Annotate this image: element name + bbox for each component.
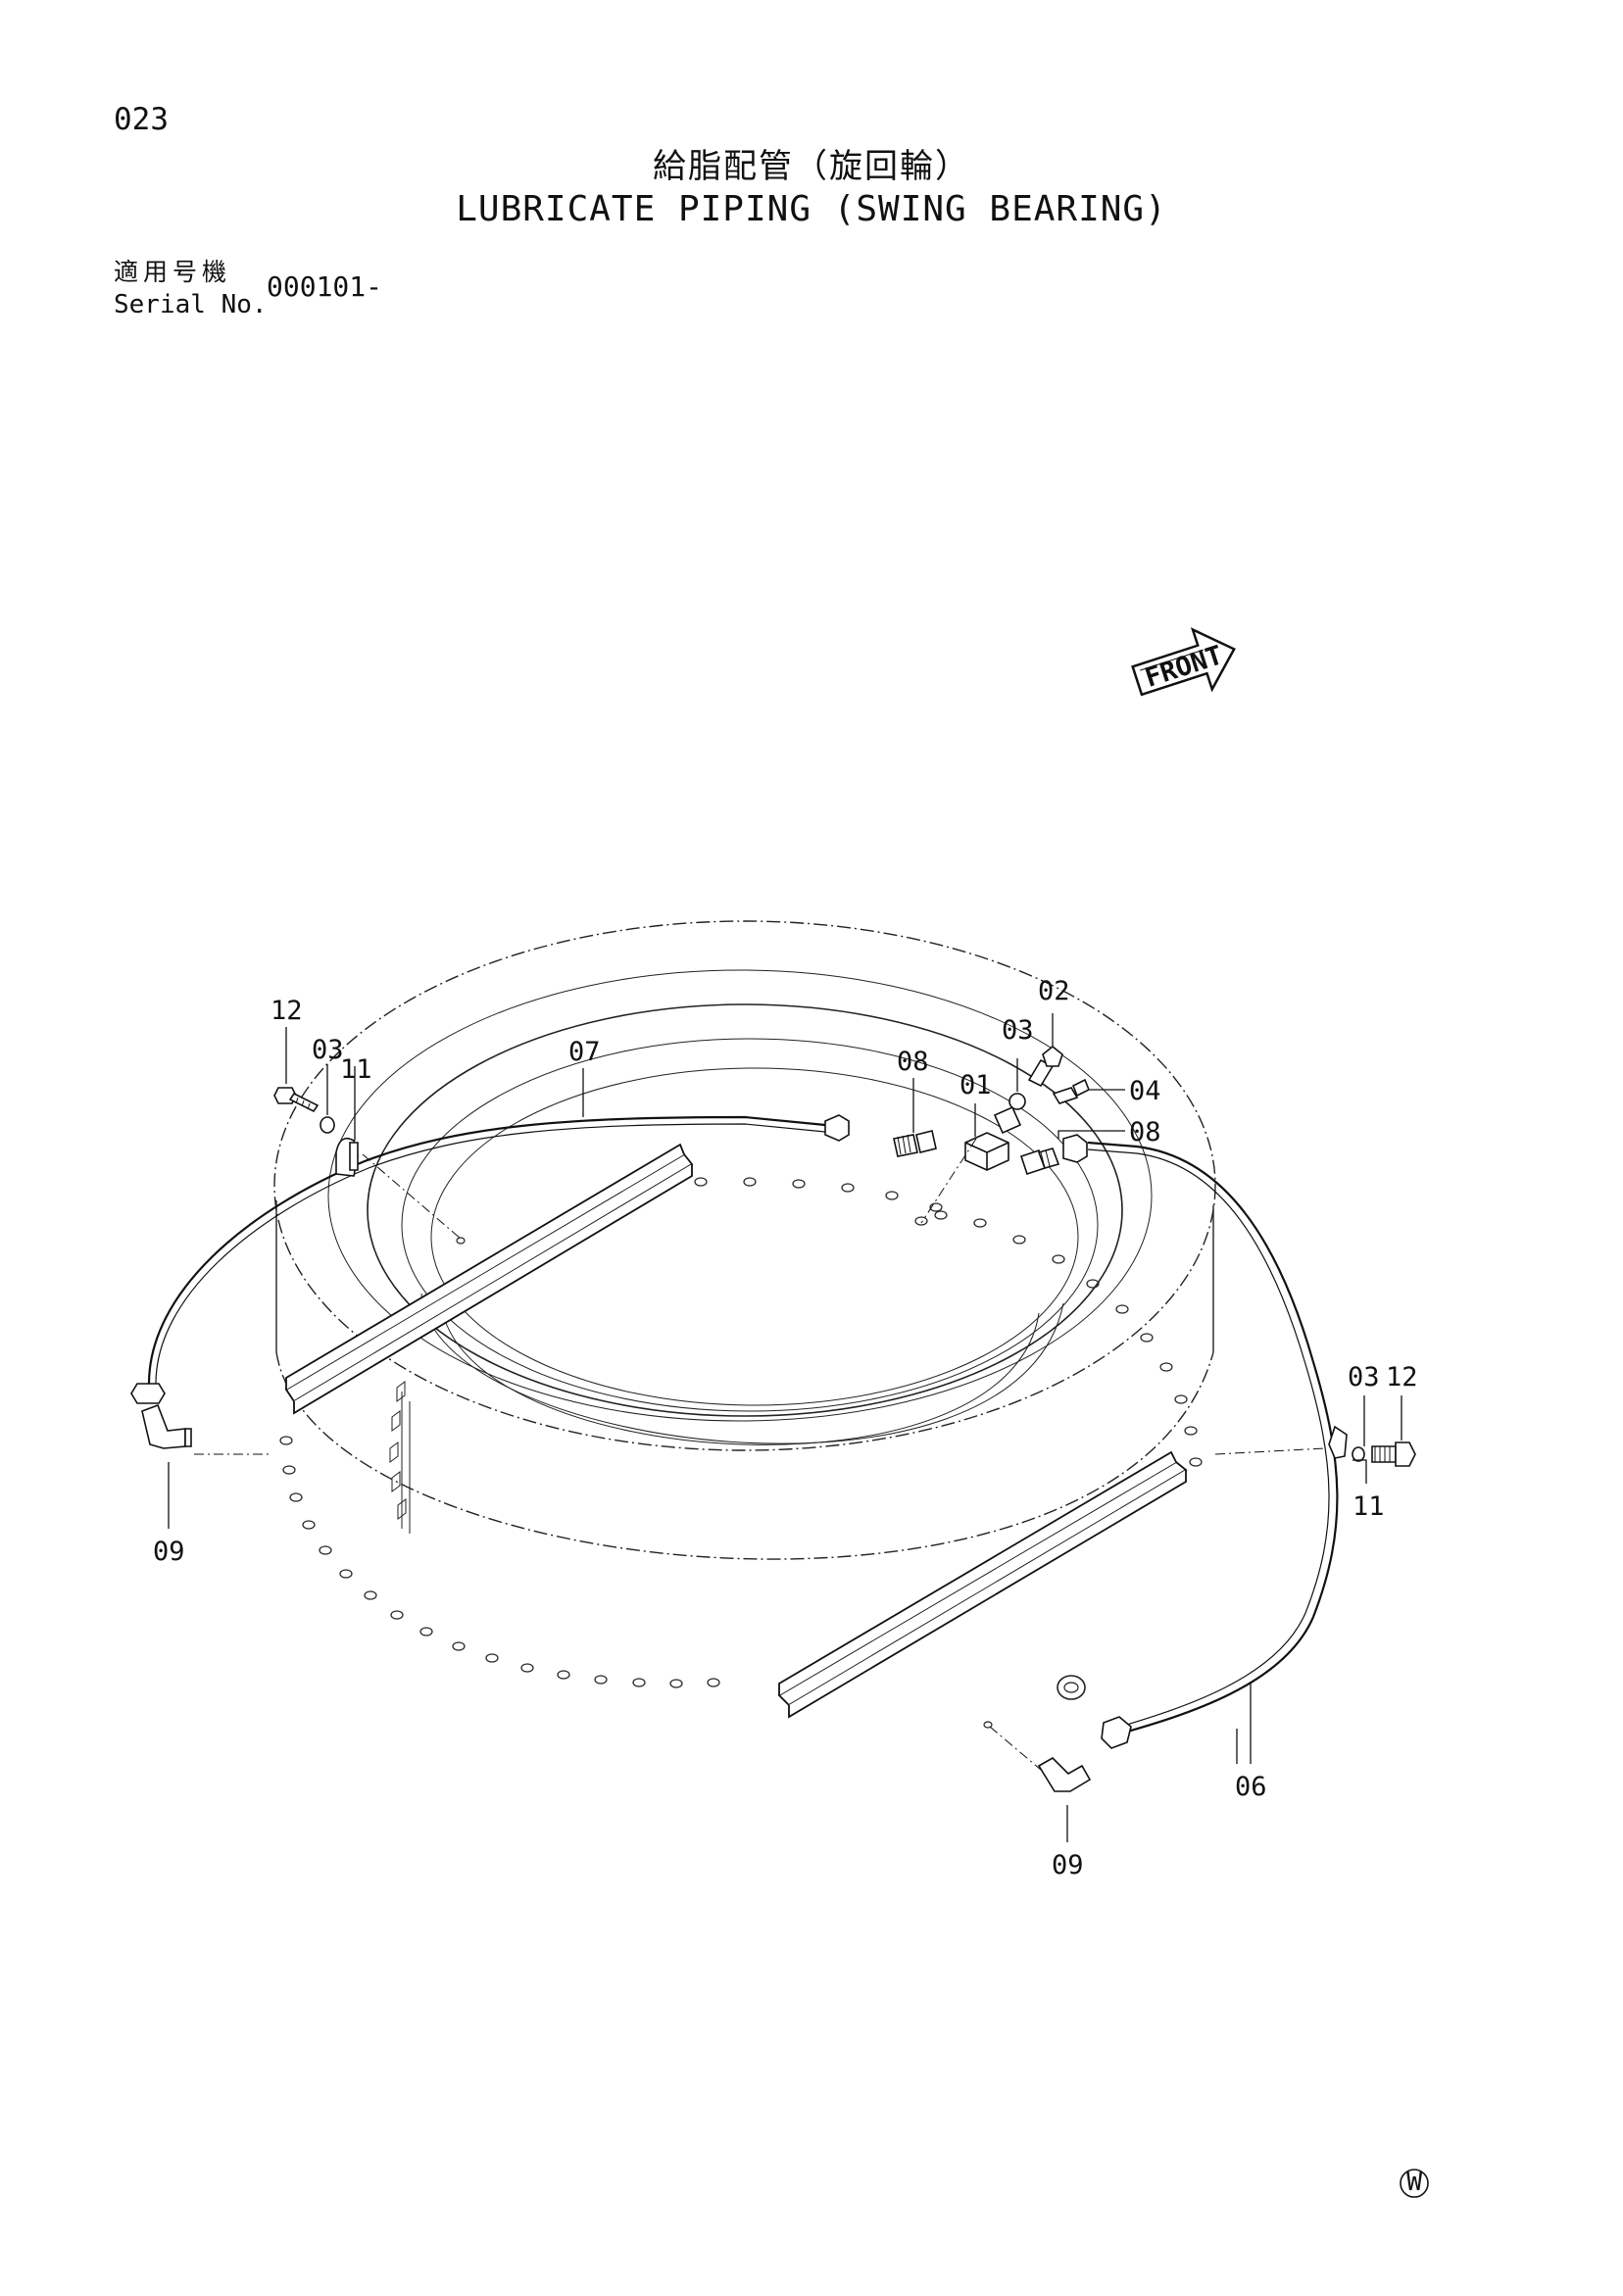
callout-06: 06 bbox=[1235, 1772, 1267, 1802]
callout-03-left: 03 bbox=[312, 1035, 344, 1065]
callout-08-left: 08 bbox=[897, 1047, 929, 1077]
corner-mark-letter: W bbox=[1406, 2167, 1423, 2197]
callout-labels: 12 03 11 07 08 03 02 01 04 08 03 12 11 0… bbox=[153, 976, 1418, 1881]
callout-leaders bbox=[168, 1013, 1402, 1842]
support-bar-lower bbox=[777, 1450, 1188, 1719]
callout-01: 01 bbox=[959, 1070, 992, 1100]
lubrication-pipe-07 bbox=[147, 1115, 826, 1385]
callout-12-left: 12 bbox=[270, 996, 303, 1026]
swing-bearing-ring bbox=[273, 920, 1216, 1560]
serial-value: 000101- bbox=[267, 270, 383, 303]
circled-w-mark: W bbox=[1400, 2167, 1429, 2198]
callout-02: 02 bbox=[1038, 976, 1070, 1006]
callout-03-top: 03 bbox=[1002, 1015, 1034, 1046]
pipe-fittings bbox=[130, 1045, 1416, 1792]
callout-08-right: 08 bbox=[1129, 1117, 1161, 1148]
page-title: LUBRICATE PIPING (SWING BEARING) bbox=[456, 189, 1167, 229]
callout-03-right: 03 bbox=[1348, 1362, 1380, 1392]
front-arrow-icon: FRONT bbox=[1131, 627, 1236, 697]
serial-label: Serial No. bbox=[114, 290, 268, 319]
callout-11-right: 11 bbox=[1352, 1491, 1385, 1522]
support-bar-upper bbox=[284, 1143, 694, 1415]
callout-12-right: 12 bbox=[1386, 1362, 1418, 1392]
title-japanese: 給脂配管（旋回輪） bbox=[653, 147, 970, 186]
reference-lines bbox=[194, 1138, 1326, 1771]
bolt-holes bbox=[279, 1177, 1203, 1729]
callout-09-bottom: 09 bbox=[1052, 1850, 1084, 1881]
lubrication-pipe-06 bbox=[1087, 1141, 1339, 1736]
serial-label-japanese: 適用号機 bbox=[114, 258, 232, 286]
callout-07: 07 bbox=[568, 1037, 601, 1067]
callout-04: 04 bbox=[1129, 1076, 1161, 1106]
page-number: 023 bbox=[114, 102, 169, 137]
thread-marks bbox=[295, 1097, 1391, 1462]
callout-11-left: 11 bbox=[340, 1054, 372, 1085]
callout-09-left: 09 bbox=[153, 1537, 185, 1567]
